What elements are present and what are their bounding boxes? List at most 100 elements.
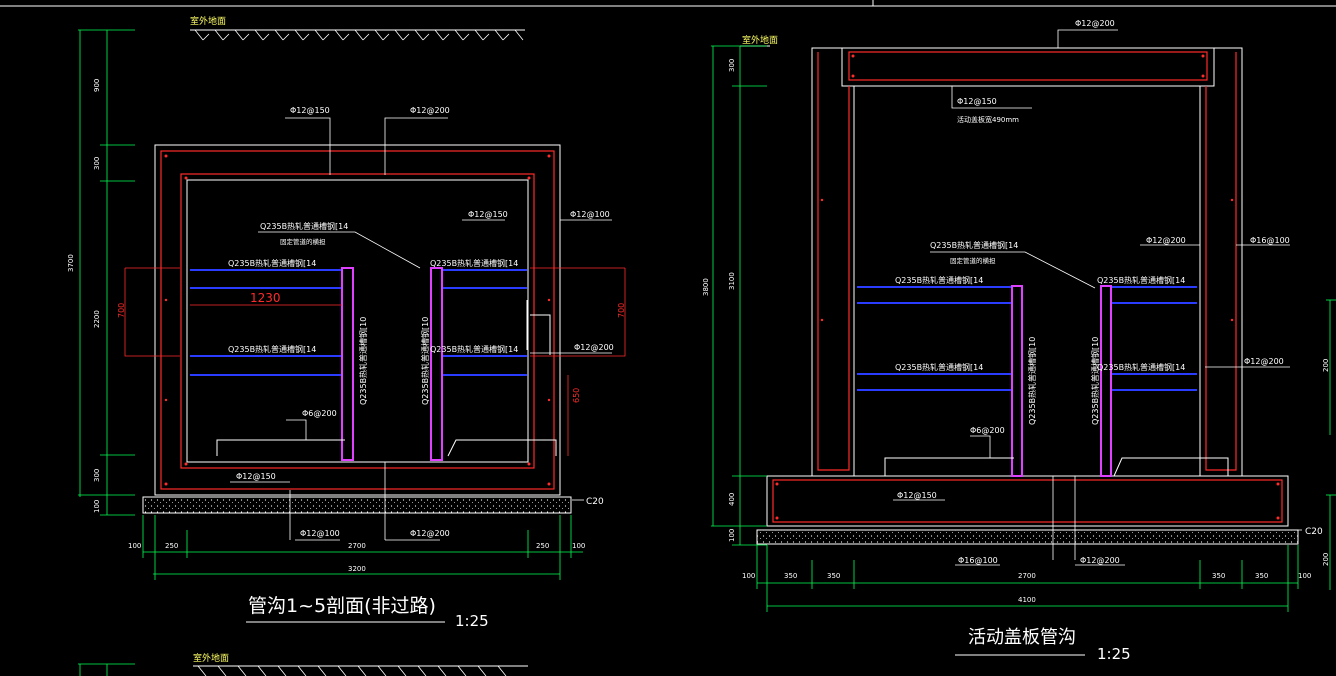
section1-base-slab — [142, 496, 572, 514]
section2-base-rebar — [772, 479, 1283, 523]
section1-rebar-dots — [164, 154, 551, 486]
section2-scale: 1:25 — [1097, 645, 1131, 663]
section1-left-lower-beam: Q235B热轧普通槽钢[14 — [228, 344, 316, 354]
section1-stirrup: Φ6@200 — [302, 409, 337, 418]
section2-drawing: 室外地面 C20 — [702, 19, 1336, 663]
section2-horizontal-dims — [756, 545, 1299, 612]
section1-bracket-label: Q235B热轧普通槽钢[14 — [260, 221, 348, 231]
section2-left-lower-beam: Q235B热轧普通槽钢[14 — [895, 362, 983, 372]
section2-h-2700: 2700 — [1018, 572, 1036, 580]
section2-beams — [857, 286, 1197, 391]
section1-v-900: 900 — [93, 79, 101, 92]
section1-h-250b: 250 — [536, 542, 549, 550]
section2-h-100b: 100 — [1298, 572, 1311, 580]
section2-bracket-sub: 固定管道的横担 — [950, 256, 996, 265]
section1-wall-rebar-lower: Φ12@200 — [574, 343, 614, 352]
section2-v-400: 400 — [728, 493, 736, 506]
section1-post-right: Q235B热轧普通槽钢[10 — [420, 317, 430, 405]
section1-h-2700: 2700 — [348, 542, 366, 550]
section1-v-3700: 3700 — [67, 254, 75, 272]
section2-cover-rebar — [848, 51, 1208, 81]
section1-dim-700-right: 700 — [617, 303, 626, 318]
section1-bottom-outer-2: Φ12@200 — [410, 529, 450, 538]
section2-cover-note: 活动盖板宽490mm — [957, 115, 1019, 124]
section2-v-100: 100 — [728, 529, 736, 542]
section1-v-300a: 300 — [93, 157, 101, 170]
section2-cover-slab — [841, 47, 1215, 87]
section1-vertical-dims — [78, 29, 135, 516]
section1-top-rebar-2: Φ12@200 — [410, 106, 450, 115]
section1-post-left: Q235B热轧普通槽钢[10 — [358, 317, 368, 405]
section3-drawing: 室外地面 — [78, 652, 528, 676]
section1-h-3200: 3200 — [348, 565, 366, 573]
section1-scale: 1:25 — [455, 612, 489, 630]
section1-outer-rebar — [160, 150, 555, 490]
section2-post-right: Q235B热轧普通槽钢[10 — [1090, 337, 1100, 425]
section1-h-100b: 100 — [572, 542, 585, 550]
section1-outer-box — [154, 144, 561, 496]
section1-dim-650: 650 — [572, 388, 581, 403]
section1-bottom-outer-1: Φ12@100 — [300, 529, 340, 538]
section1-dim-700-left: 700 — [117, 303, 126, 318]
section2-vertical-dims — [711, 45, 1336, 590]
section1-beam-dims — [124, 267, 626, 456]
section2-stirrup: Φ6@200 — [970, 426, 1005, 435]
section2-bottom-outer-2: Φ12@200 — [1080, 556, 1120, 565]
section2-inner-wall-rebar: Φ12@200 — [1146, 236, 1186, 245]
section2-h-4100: 4100 — [1018, 596, 1036, 604]
section1-floor-step-right — [447, 439, 557, 457]
section2-h-350a: 350 — [784, 572, 797, 580]
section1-top-rebar-1: Φ12@150 — [290, 106, 330, 115]
section2-ground-label: 室外地面 — [742, 34, 778, 46]
section1-h-100a: 100 — [128, 542, 141, 550]
section1-beams — [190, 269, 527, 376]
section2-h-100a: 100 — [742, 572, 755, 580]
section2-h-350b: 350 — [827, 572, 840, 580]
section2-bottom-inner: Φ12@150 — [897, 491, 937, 500]
section2-post-left: Q235B热轧普通槽钢[10 — [1027, 337, 1037, 425]
section1-v-100: 100 — [93, 500, 101, 513]
section2-c20-pad — [756, 529, 1299, 545]
section2-rebar-dots — [775, 54, 1280, 520]
section2-outer-box — [811, 47, 1243, 477]
section2-v-3100: 3100 — [728, 272, 736, 290]
section2-cover-rebar-label: Φ12@150 — [957, 97, 997, 106]
section2-bracket-label: Q235B热轧普通槽钢[14 — [930, 240, 1018, 250]
section1-inner-box — [186, 179, 529, 463]
section1-outer-wall-rebar: Φ12@100 — [570, 210, 610, 219]
section1-right-upper-beam: Q235B热轧普通槽钢[14 — [430, 258, 518, 268]
section2-base-slab — [766, 475, 1289, 527]
section1-v-2200: 2200 — [93, 310, 101, 328]
section1-title: 管沟1~5剖面(非过路) — [248, 595, 436, 617]
section2-right-lower-beam: Q235B热轧普通槽钢[14 — [1097, 362, 1185, 372]
section2-v-right-200a: 200 — [1322, 359, 1330, 372]
section1-right-lower-beam: Q235B热轧普通槽钢[14 — [430, 344, 518, 354]
section3-ground-label: 室外地面 — [193, 652, 229, 664]
section1-leaders — [230, 117, 612, 541]
section2-left-upper-beam: Q235B热轧普通槽钢[14 — [895, 275, 983, 285]
section2-title: 活动盖板管沟 — [968, 627, 1076, 648]
section2-posts — [1011, 285, 1112, 477]
section1-posts — [341, 267, 443, 461]
section2-top-rebar: Φ12@200 — [1075, 19, 1115, 28]
section1-span-1230: 1230 — [250, 291, 281, 305]
section2-h-350c: 350 — [1212, 572, 1225, 580]
section1-bottom-inner: Φ12@150 — [236, 472, 276, 481]
section2-c20-label: C20 — [1305, 527, 1323, 537]
section1-drawing: 室外地面 C20 — [67, 15, 626, 630]
section2-bottom-outer-1: Φ16@100 — [958, 556, 998, 565]
section2-v-300: 300 — [728, 59, 736, 72]
section2-wall-rebar-lower: Φ12@200 — [1244, 357, 1284, 366]
section1-h-250a: 250 — [165, 542, 178, 550]
section1-ground-label: 室外地面 — [190, 15, 226, 27]
section1-inner-rebar — [180, 173, 535, 469]
section1-bracket-sub: 固定管道的横担 — [280, 237, 326, 246]
section1-left-upper-beam: Q235B热轧普通槽钢[14 — [228, 258, 316, 268]
section1-c20-label: C20 — [586, 497, 604, 507]
section1-ground-hatch — [194, 29, 524, 41]
section1-inner-wall-rebar: Φ12@150 — [468, 210, 508, 219]
section2-outer-wall-rebar: Φ16@100 — [1250, 236, 1290, 245]
section1-floor-step-left — [216, 439, 345, 456]
section1-horizontal-dims — [142, 515, 583, 580]
